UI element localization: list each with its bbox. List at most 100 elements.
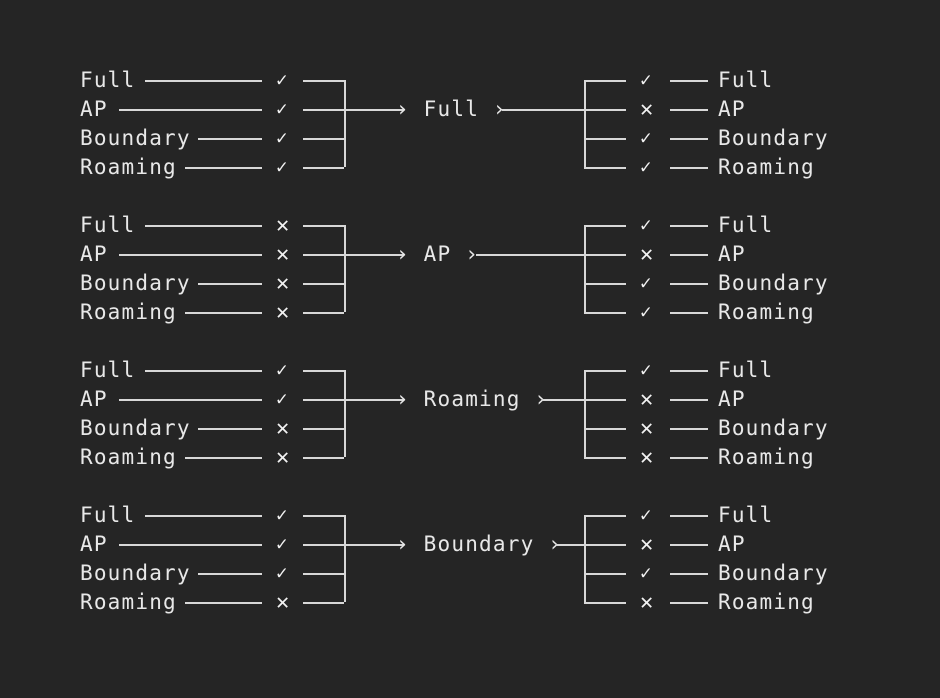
- output-connector-line: [670, 225, 708, 227]
- input-label: Roaming: [80, 445, 177, 469]
- input-row: Boundary✓: [0, 559, 940, 588]
- mapping-group-roaming: Full✓AP✓Boundary✕Roaming✕› Roaming ›✓Ful…: [0, 356, 940, 480]
- output-roaming-cross-icon: ✕: [640, 445, 654, 470]
- input-row: Roaming✓: [0, 153, 940, 182]
- output-row: ✓Roaming: [0, 153, 940, 182]
- input-label: Boundary: [80, 416, 191, 440]
- left-bracket-stub: [303, 573, 344, 575]
- output-label: AP: [718, 97, 746, 121]
- right-bracket-stub: [584, 515, 626, 517]
- output-full-check-icon: ✓: [640, 69, 652, 91]
- input-full-check-icon: ✓: [276, 69, 288, 91]
- left-bracket-stub: [303, 457, 344, 459]
- output-full-check-icon: ✓: [640, 504, 652, 526]
- input-label: Boundary: [80, 271, 191, 295]
- input-connector-line: [118, 544, 262, 546]
- output-connector-line: [670, 573, 708, 575]
- right-arrow-shaft: [555, 544, 584, 546]
- input-connector-line: [198, 138, 262, 140]
- output-label: Boundary: [718, 126, 829, 150]
- output-row: ✓ Full: [0, 501, 940, 530]
- input-label: Full: [80, 358, 136, 382]
- output-label: Roaming: [718, 445, 815, 469]
- output-row: ✓Boundary: [0, 269, 940, 298]
- right-bracket-stub: [584, 573, 626, 575]
- output-row: ✓ Boundary: [0, 124, 940, 153]
- right-bracket-spine: [584, 370, 586, 457]
- output-label: Full: [718, 503, 774, 527]
- input-boundary-cross-icon: ✕: [276, 416, 290, 441]
- output-connector-line: [670, 544, 708, 546]
- input-row: AP ✓: [0, 385, 940, 414]
- right-bracket-stub: [584, 370, 626, 372]
- input-label: Roaming: [80, 155, 177, 179]
- left-bracket-stub: [303, 544, 344, 546]
- right-bracket-stub: [584, 109, 626, 111]
- input-row: Boundary ✕: [0, 269, 940, 298]
- left-bracket-stub: [303, 167, 344, 169]
- input-ap-check-icon: ✓: [276, 98, 288, 120]
- output-row: ✕ Roaming: [0, 443, 940, 472]
- input-label: Full: [80, 213, 136, 237]
- output-connector-line: [670, 254, 708, 256]
- output-ap-cross-icon: ✕: [640, 532, 654, 557]
- input-label: Roaming: [80, 590, 177, 614]
- output-row: ✕ AP: [0, 530, 940, 559]
- input-boundary-check-icon: ✓: [276, 127, 288, 149]
- center-state-label: › Roaming ›: [396, 387, 549, 411]
- right-bracket-stub: [584, 602, 626, 604]
- output-full-check-icon: ✓: [640, 214, 652, 236]
- left-bracket-stub: [303, 602, 344, 604]
- input-row: Full ✓: [0, 501, 940, 530]
- right-bracket-stub: [584, 80, 626, 82]
- output-connector-line: [670, 370, 708, 372]
- left-bracket-spine: [344, 370, 346, 457]
- output-row: ✕ Roaming: [0, 588, 940, 617]
- output-row: ✕ AP: [0, 385, 940, 414]
- input-connector-line: [185, 602, 262, 604]
- output-ap-cross-icon: ✕: [640, 387, 654, 412]
- right-bracket-stub: [584, 428, 626, 430]
- input-connector-line: [145, 515, 262, 517]
- output-row: ✕AP: [0, 240, 940, 269]
- left-bracket-stub: [303, 225, 344, 227]
- input-label: Boundary: [80, 561, 191, 585]
- output-boundary-check-icon: ✓: [640, 127, 652, 149]
- left-bracket-stub: [303, 283, 344, 285]
- mapping-group-full: Full✓AP✓Boundary✓Roaming✓› Full ›✓Full✕A…: [0, 66, 940, 190]
- left-bracket-stub: [303, 428, 344, 430]
- left-bracket-stub: [303, 254, 344, 256]
- input-roaming-cross-icon: ✕: [276, 445, 290, 470]
- left-bracket-spine: [344, 225, 346, 312]
- input-row: Roaming ✕: [0, 588, 940, 617]
- output-label: Roaming: [718, 300, 815, 324]
- input-roaming-cross-icon: ✕: [276, 300, 290, 325]
- output-connector-line: [670, 283, 708, 285]
- output-connector-line: [670, 515, 708, 517]
- input-row: Roaming ✕: [0, 443, 940, 472]
- input-boundary-cross-icon: ✕: [276, 271, 290, 296]
- input-connector-line: [145, 370, 262, 372]
- input-connector-line: [118, 254, 262, 256]
- left-bracket-stub: [303, 109, 344, 111]
- input-label: Boundary: [80, 126, 191, 150]
- input-label: Full: [80, 503, 136, 527]
- input-connector-line: [185, 167, 262, 169]
- output-row: ✓ Full: [0, 356, 940, 385]
- right-bracket-stub: [584, 167, 626, 169]
- input-row: Roaming ✕: [0, 298, 940, 327]
- output-roaming-cross-icon: ✕: [640, 590, 654, 615]
- output-label: AP: [718, 532, 746, 556]
- left-arrow-shaft: [344, 109, 404, 111]
- right-bracket-stub: [584, 544, 626, 546]
- input-connector-line: [198, 283, 262, 285]
- input-connector-line: [185, 312, 262, 314]
- output-label: Full: [718, 68, 774, 92]
- left-bracket-stub: [303, 370, 344, 372]
- input-label: AP: [80, 387, 108, 411]
- left-arrow-shaft: [344, 399, 404, 401]
- left-bracket-stub: [303, 399, 344, 401]
- output-full-check-icon: ✓: [640, 359, 652, 381]
- input-ap-check-icon: ✓: [276, 388, 288, 410]
